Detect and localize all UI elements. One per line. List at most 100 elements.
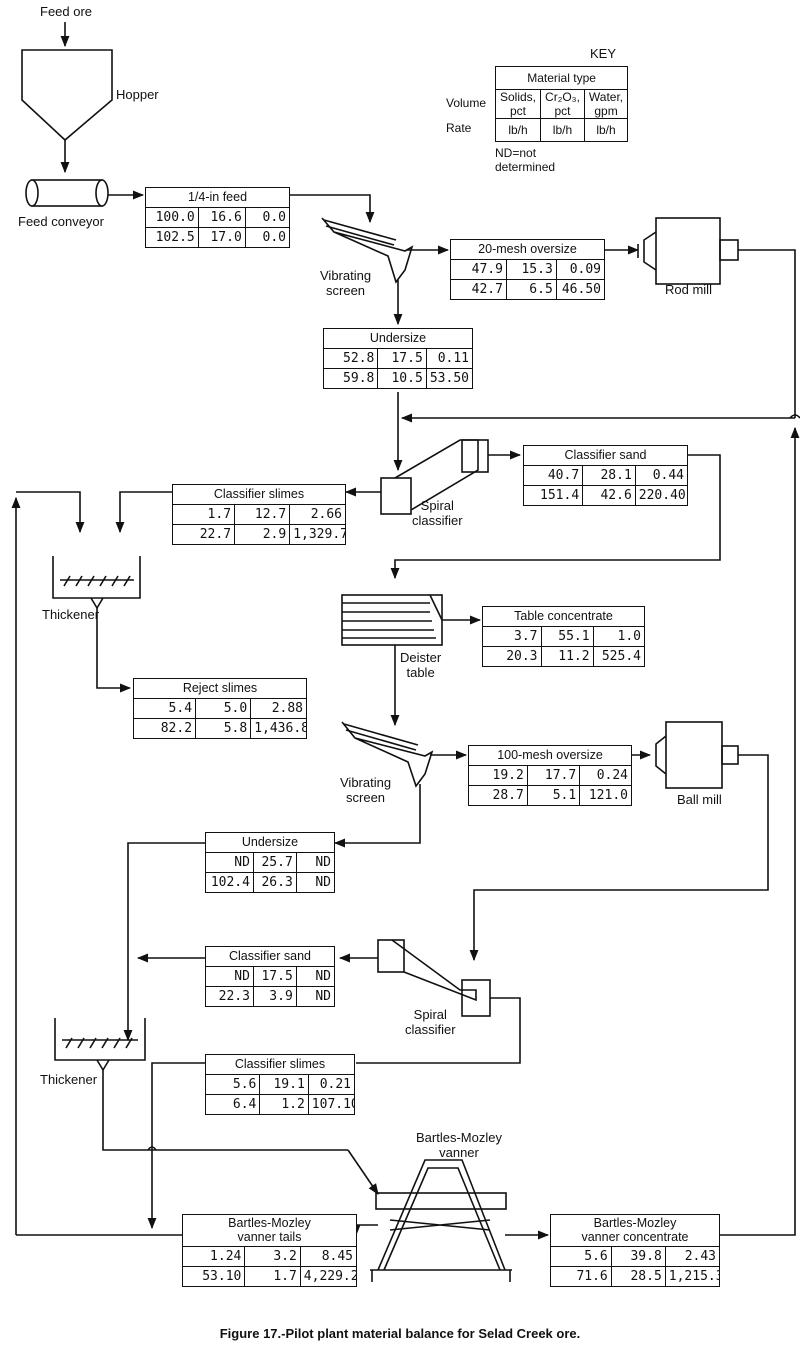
flow-line: [115, 491, 172, 534]
solids-value: 102.5: [146, 227, 199, 247]
water-value: 1,215.30: [664, 1266, 719, 1286]
water-value: 0.0: [244, 208, 289, 228]
rod-mill-label: Rod mill: [665, 282, 712, 297]
key-unit: lb/h: [494, 118, 542, 142]
cr2o3-value: 2.9: [234, 524, 291, 544]
solids-value: ND: [206, 967, 254, 987]
box-title: 100-mesh oversize: [469, 746, 631, 766]
solids-value: 52.8: [324, 349, 379, 369]
solids-value: ND: [206, 853, 254, 873]
water-value: 46.50: [555, 279, 604, 299]
cr2o3-value: 1.2: [259, 1094, 309, 1114]
figure-caption: Figure 17.-Pilot plant material balance …: [219, 1326, 581, 1341]
water-value: 2.66: [289, 505, 345, 525]
box-title: Classifier slimes: [206, 1055, 354, 1075]
cr2o3-value: 17.7: [526, 766, 581, 786]
cr2o3-value: 15.3: [505, 260, 557, 280]
box-title: Classifier sand: [524, 446, 687, 466]
water-value: 53.50: [425, 368, 472, 388]
solids-value: 6.4: [206, 1094, 261, 1114]
water-value: 8.45: [299, 1247, 356, 1267]
solids-value: 22.3: [206, 986, 254, 1006]
cr2o3-value: 17.0: [197, 227, 246, 247]
flow-line: [738, 249, 796, 418]
thickener-1-shape: [52, 556, 141, 610]
solids-value: 5.4: [134, 699, 197, 719]
key-col: Solids, pct: [494, 89, 542, 119]
cr2o3-value: 5.8: [195, 718, 252, 738]
feed-conveyor-label: Feed conveyor: [18, 214, 104, 229]
flow-line: [347, 1149, 379, 1195]
water-value: 2.88: [250, 699, 306, 719]
solids-value: 151.4: [524, 485, 584, 505]
solids-value: 42.7: [451, 279, 507, 299]
water-value: 107.10: [307, 1094, 354, 1114]
vibrating-screen-2-label: Vibrating screen: [340, 775, 392, 805]
solids-value: 71.6: [551, 1266, 612, 1286]
flow-line: [96, 608, 132, 693]
solids-value: 1.24: [183, 1247, 246, 1267]
spiral-classifier-1-label: Spiral classifier: [412, 498, 463, 528]
water-value: 0.21: [307, 1075, 354, 1095]
water-value: 2.43: [664, 1247, 719, 1267]
flow-line: [351, 1224, 378, 1237]
box-title: Table concentrate: [483, 607, 644, 627]
box-title: Classifier slimes: [173, 485, 345, 505]
box-title: Reject slimes: [134, 679, 306, 699]
cr2o3-value: 6.5: [505, 279, 557, 299]
water-value: 0.24: [579, 766, 631, 786]
box-title: Undersize: [324, 329, 472, 349]
deister-table-label: Deister table: [400, 650, 442, 680]
water-value: 1.0: [592, 627, 644, 647]
key-table: Material type Solids, pct Cr₂O₃, pct Wat…: [494, 66, 629, 142]
cr2o3-value: 1.7: [244, 1266, 301, 1286]
cr2o3-value: 28.1: [582, 466, 636, 486]
thickener-1-label: Thickener: [42, 607, 100, 622]
box-title: 20-mesh oversize: [451, 240, 604, 260]
cr2o3-value: 25.7: [252, 853, 297, 873]
thickener-2-shape: [54, 1018, 146, 1072]
cr2o3-value: 5.0: [195, 699, 252, 719]
water-value: 0.11: [425, 349, 472, 369]
box-title: 1/4-in feed: [146, 188, 289, 208]
water-value: ND: [295, 967, 334, 987]
cr2o3-value: 28.5: [610, 1266, 666, 1286]
feed-ore-label: Feed ore: [40, 4, 93, 19]
solids-value: 1.7: [173, 505, 236, 525]
line-crossover: [789, 414, 800, 419]
cr2o3-value: 3.2: [244, 1247, 301, 1267]
cr2o3-value: 42.6: [582, 485, 636, 505]
solids-value: 20.3: [483, 646, 542, 666]
ball-mill-label: Ball mill: [677, 792, 722, 807]
cr2o3-value: 17.5: [252, 967, 297, 987]
flow-line: [720, 426, 800, 1236]
solids-value: 82.2: [134, 718, 197, 738]
key-note: ND=not determined: [495, 146, 556, 174]
water-value: 1,329.70: [289, 524, 345, 544]
spiral-classifier-1-shape: [380, 439, 489, 515]
water-value: ND: [295, 853, 334, 873]
vibrating-screen-2-shape: [341, 721, 434, 788]
water-value: 0.44: [634, 466, 687, 486]
flow-line: [147, 1062, 205, 1230]
cr2o3-value: 19.1: [259, 1075, 309, 1095]
solids-value: 19.2: [469, 766, 528, 786]
flow-line: [356, 997, 521, 1064]
solids-value: 5.6: [551, 1247, 612, 1267]
